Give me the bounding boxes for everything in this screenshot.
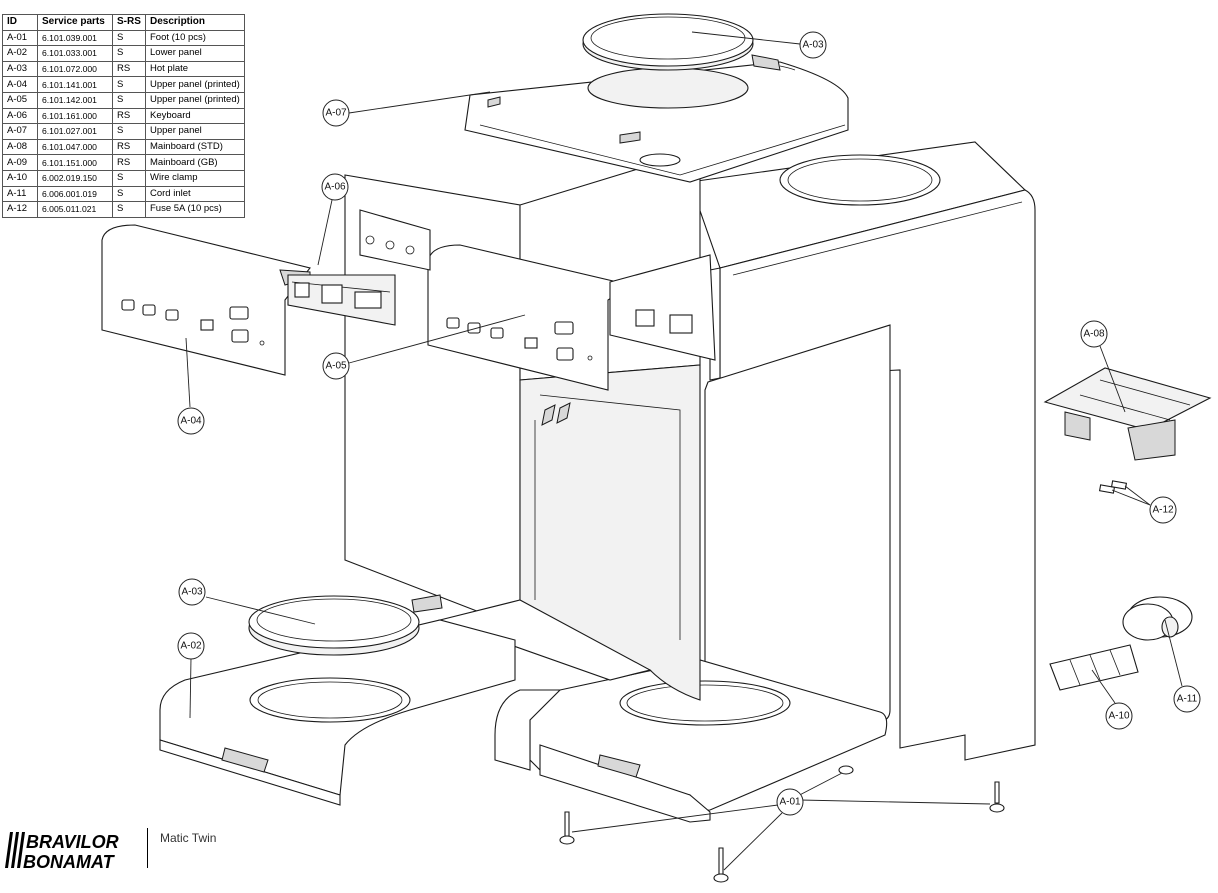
callout-a08: A-08 [1080, 320, 1108, 348]
callout-a12: A-12 [1149, 496, 1177, 524]
callout-a05: A-05 [322, 352, 350, 380]
brand-line-1: BRAVILOR [26, 832, 119, 852]
hot-plate-top [582, 13, 796, 71]
brand-line-2: BONAMAT [23, 852, 116, 872]
model-name: Matic Twin [160, 831, 217, 845]
control-section [359, 209, 716, 361]
bravilor-bonamat-logo: BRAVILOR BONAMAT [5, 832, 119, 872]
callout-a02: A-02 [177, 632, 205, 660]
header-id: ID [2, 14, 38, 31]
svg-text:A-10: A-10 [1108, 711, 1130, 722]
svg-text:A-04: A-04 [180, 416, 202, 427]
callout-a10: A-10 [1105, 702, 1133, 730]
callout-a07: A-07 [322, 99, 350, 127]
cell-description: Fuse 5A (10 pcs) [145, 201, 245, 218]
callout-a03-top: A-03 [799, 31, 827, 59]
cell-s-rs: S [112, 76, 146, 93]
callout-a11: A-11 [1173, 685, 1201, 713]
svg-text:A-03: A-03 [181, 587, 203, 598]
svg-text:A-11: A-11 [1177, 694, 1198, 705]
cord-inlet-a11 [1122, 596, 1193, 641]
upper-panel-a07 [464, 61, 849, 183]
front-panel-a05 [427, 244, 632, 391]
hot-plate-bottom [248, 594, 443, 656]
svg-text:A-05: A-05 [325, 361, 347, 372]
svg-text:A-07: A-07 [325, 108, 347, 119]
callout-a01: A-01 [776, 788, 804, 816]
svg-text:A-01: A-01 [779, 797, 801, 808]
svg-text:A-02: A-02 [180, 641, 202, 652]
feet-a01 [559, 765, 1005, 883]
lower-panel-a02 [159, 619, 516, 806]
mainboard-a08 [1043, 367, 1212, 461]
cell-s-rs: S [112, 169, 146, 187]
cell-s-rs: S [112, 201, 146, 218]
svg-text:A-08: A-08 [1083, 329, 1105, 340]
callout-a04: A-04 [177, 407, 205, 435]
front-panel-a04 [101, 224, 311, 376]
leader-lines [185, 31, 1183, 871]
svg-text:A-06: A-06 [324, 182, 346, 193]
header-service-parts: Service parts [37, 14, 113, 31]
svg-text:A-12: A-12 [1152, 505, 1174, 516]
callout-a06: A-06 [321, 173, 349, 201]
keyboard-a06 [287, 274, 396, 326]
logo-stripes-icon [5, 832, 25, 868]
cell-id: A-12 [2, 201, 38, 218]
svg-text:A-03: A-03 [802, 40, 824, 51]
wire-clamp-a10 [1049, 644, 1139, 691]
fuse-a12 [1098, 480, 1128, 494]
callout-a03-bottom: A-03 [178, 578, 206, 606]
brand-divider [147, 828, 148, 868]
